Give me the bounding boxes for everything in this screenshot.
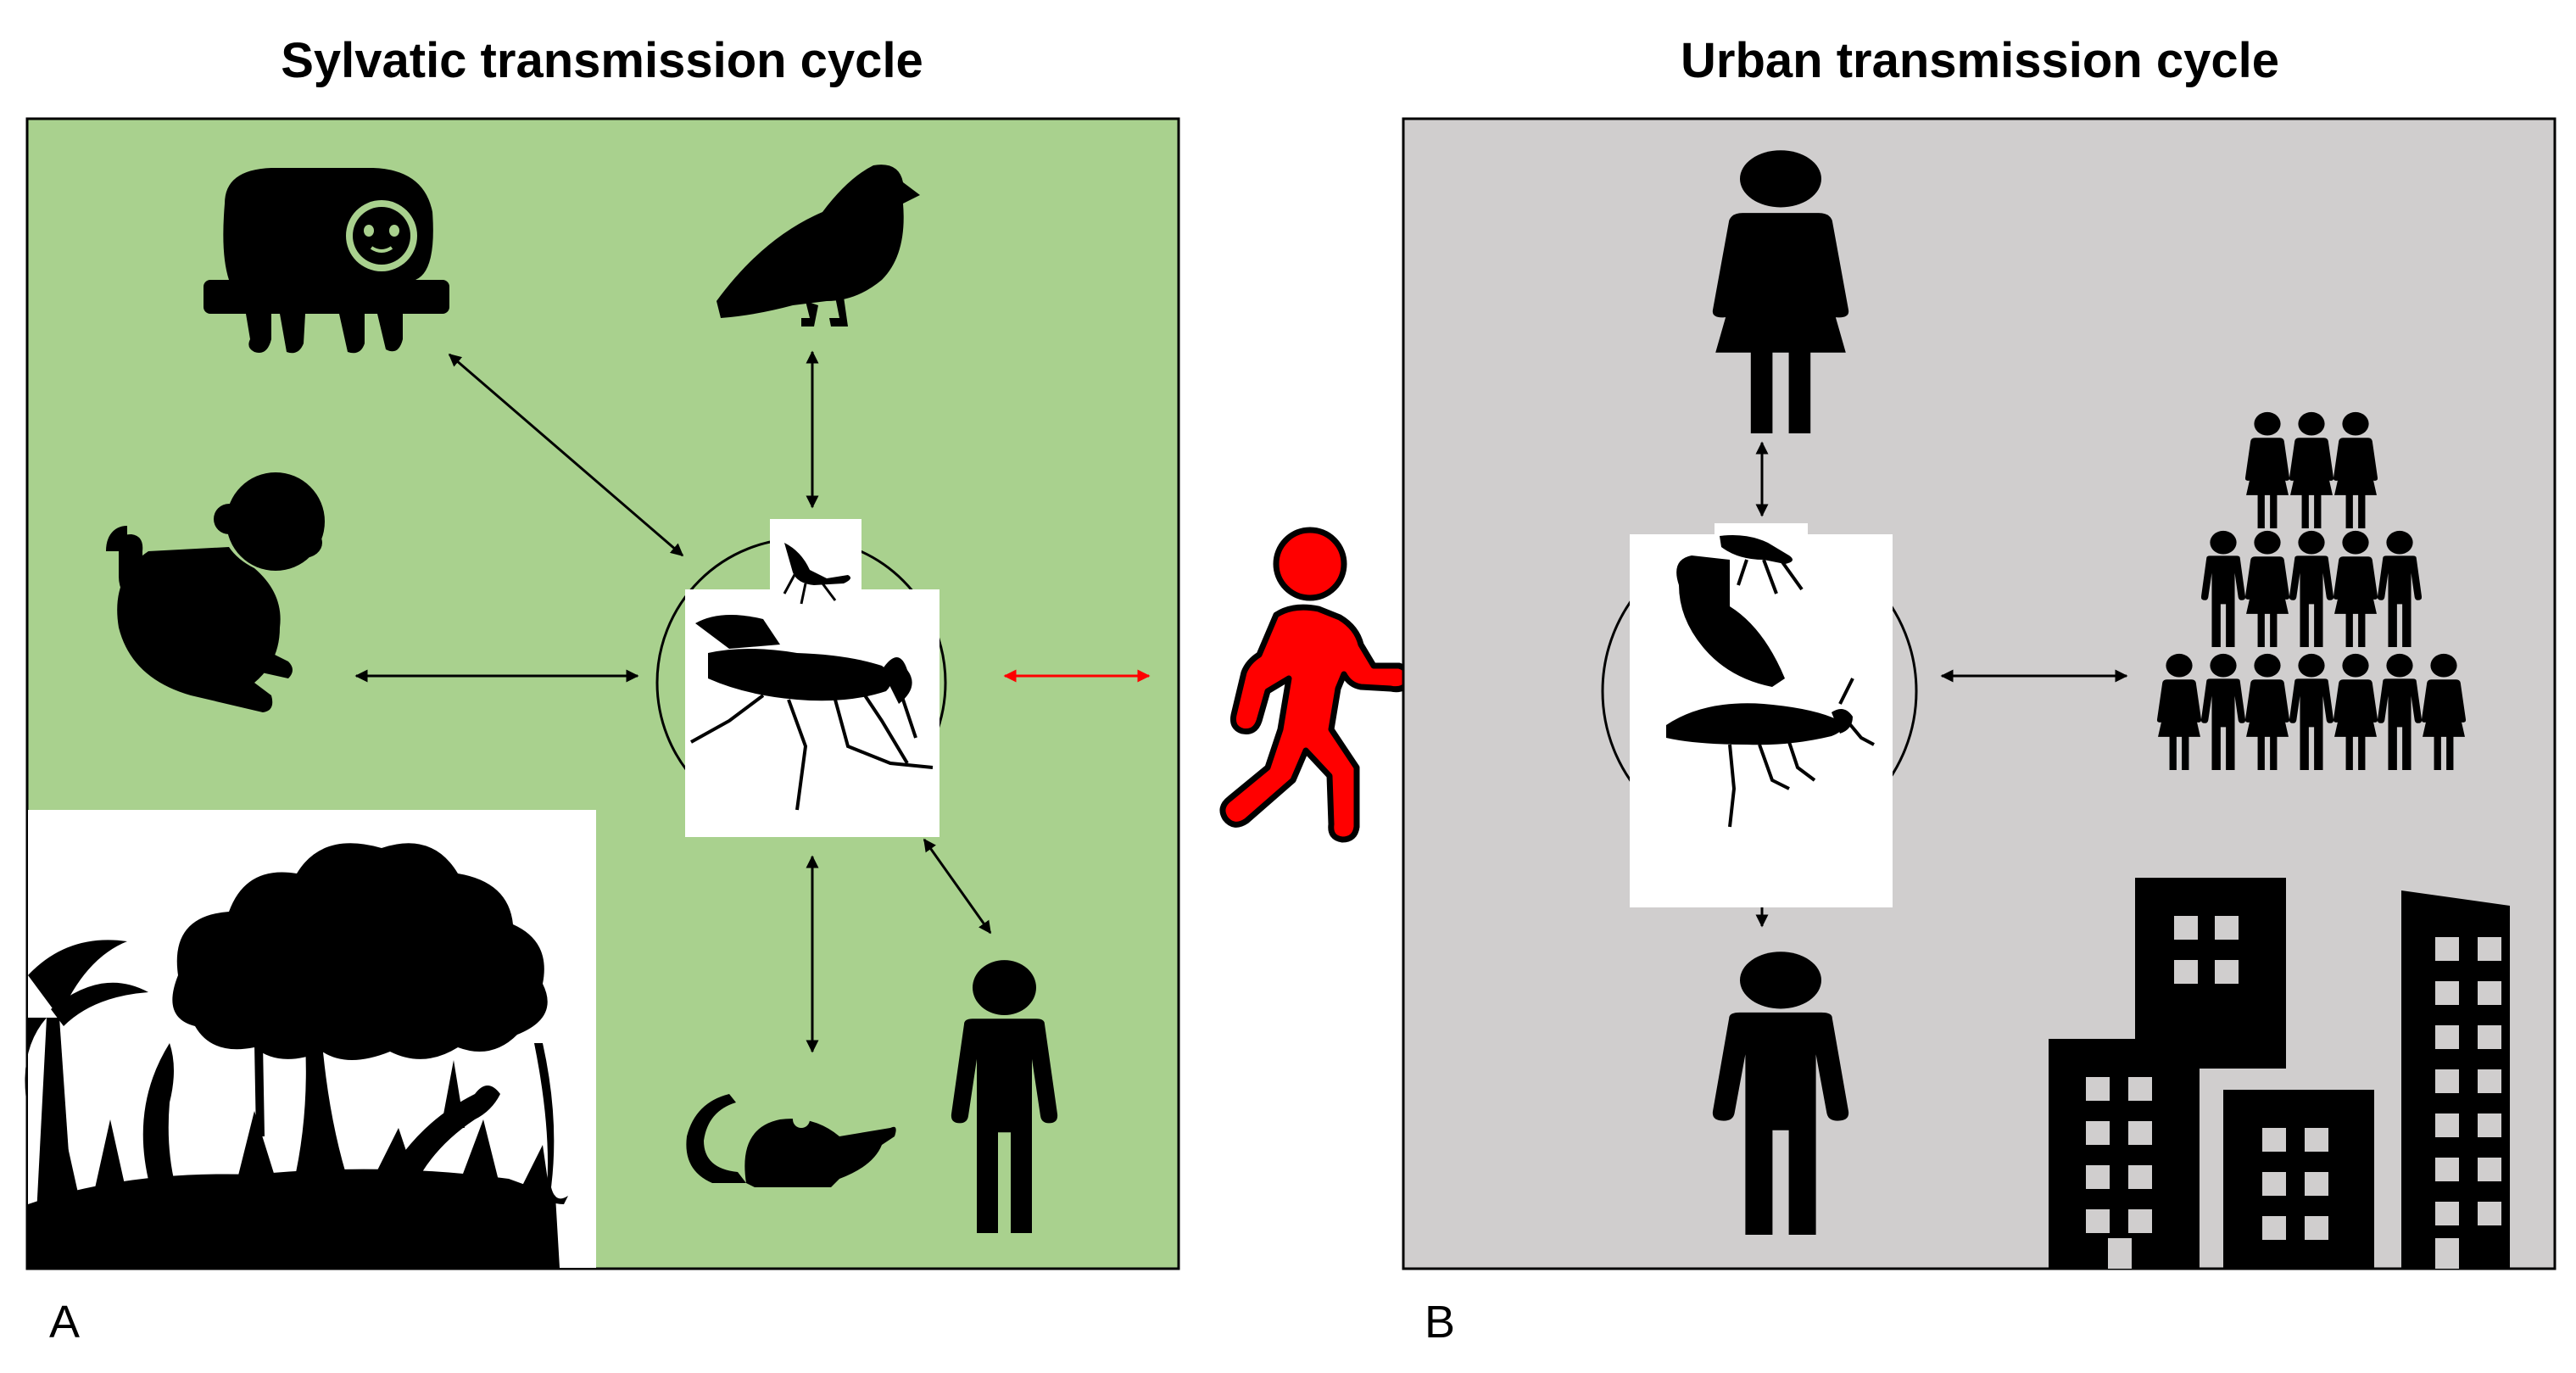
forest-icon (25, 810, 596, 1268)
mosquito-icon-urban (1601, 523, 1918, 907)
sloth-icon (204, 168, 449, 354)
sylvatic-arrows (354, 350, 992, 1053)
panel-label-a: A (49, 1297, 81, 1348)
buildings-icon (2049, 878, 2510, 1269)
mosquito-icon (655, 519, 947, 837)
sylvatic-cycle-title: Sylvatic transmission cycle (281, 33, 923, 88)
walking-person-icon (1219, 527, 1412, 843)
panel-label-b: B (1425, 1297, 1456, 1348)
monkey-icon (106, 472, 325, 712)
urban-cycle-title: Urban transmission cycle (1681, 33, 2279, 88)
urban-arrows (1755, 441, 2128, 928)
rodent-icon (686, 1094, 896, 1187)
bird-icon (716, 165, 920, 327)
